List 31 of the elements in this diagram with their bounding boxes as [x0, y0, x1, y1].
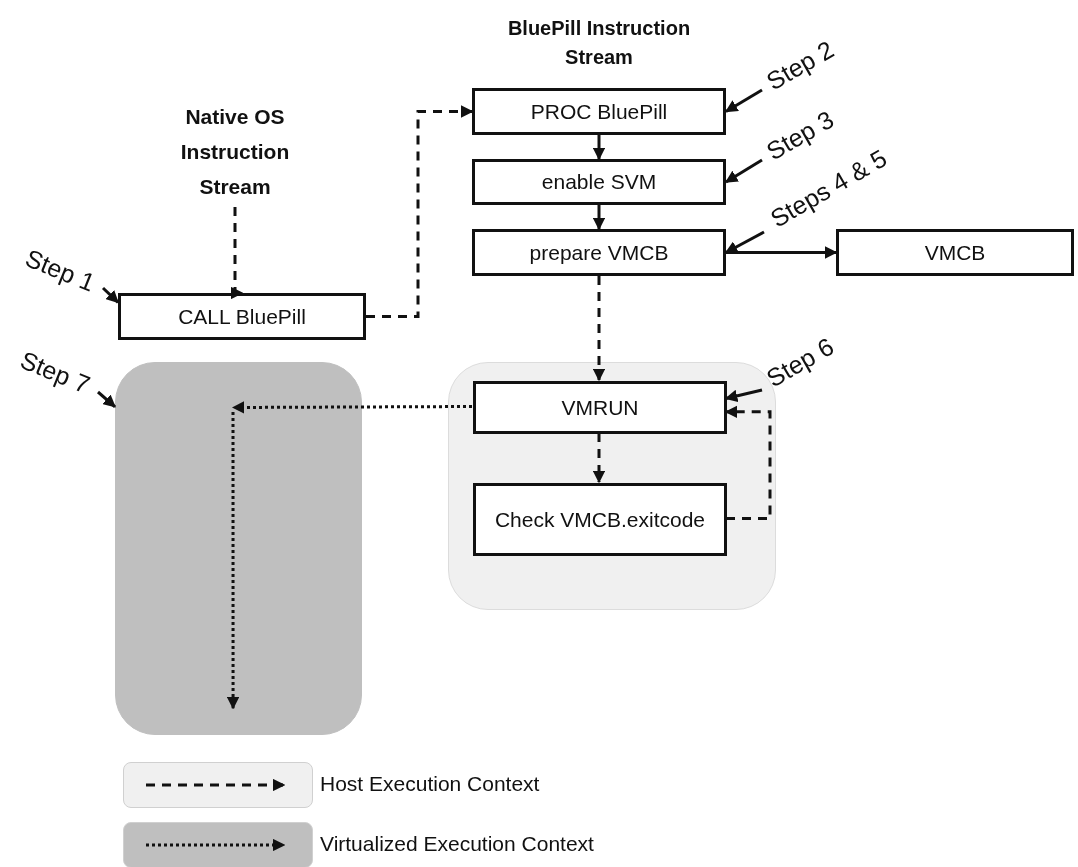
- arrow: [366, 105, 474, 318]
- arrow: [726, 246, 838, 259]
- process-box: Check VMCB.exitcode: [473, 483, 727, 556]
- stream-heading: BluePill Instruction Stream: [506, 16, 692, 70]
- process-box: VMCB: [836, 229, 1074, 276]
- step-label: Step 2: [761, 34, 839, 96]
- leader-arrow: [724, 230, 765, 254]
- leader-arrow: [724, 88, 763, 113]
- legend-text: Host Execution Context: [320, 772, 540, 796]
- step-label: Step 1: [21, 243, 100, 297]
- process-box: PROC BluePill: [472, 88, 726, 135]
- process-box: CALL BluePill: [118, 293, 366, 340]
- context-region: [115, 362, 362, 735]
- arrow: [231, 401, 472, 414]
- leader-arrow: [724, 158, 763, 184]
- stream-heading: Native OS Instruction Stream: [150, 95, 320, 207]
- arrow: [226, 412, 240, 710]
- process-box: enable SVM: [472, 159, 726, 205]
- leader-arrow: [97, 390, 116, 408]
- arrow: [230, 207, 244, 300]
- legend-text: Virtualized Execution Context: [320, 832, 594, 856]
- arrow: [592, 135, 606, 161]
- arrow: [592, 205, 606, 231]
- process-box: VMRUN: [473, 381, 727, 434]
- step-label: Step 6: [761, 331, 839, 393]
- leader-arrow: [101, 286, 120, 304]
- arrow: [592, 433, 606, 484]
- process-box: prepare VMCB: [472, 229, 726, 276]
- step-label: Step 7: [16, 345, 95, 399]
- step-label: Step 3: [761, 104, 839, 166]
- arrow: [592, 276, 606, 382]
